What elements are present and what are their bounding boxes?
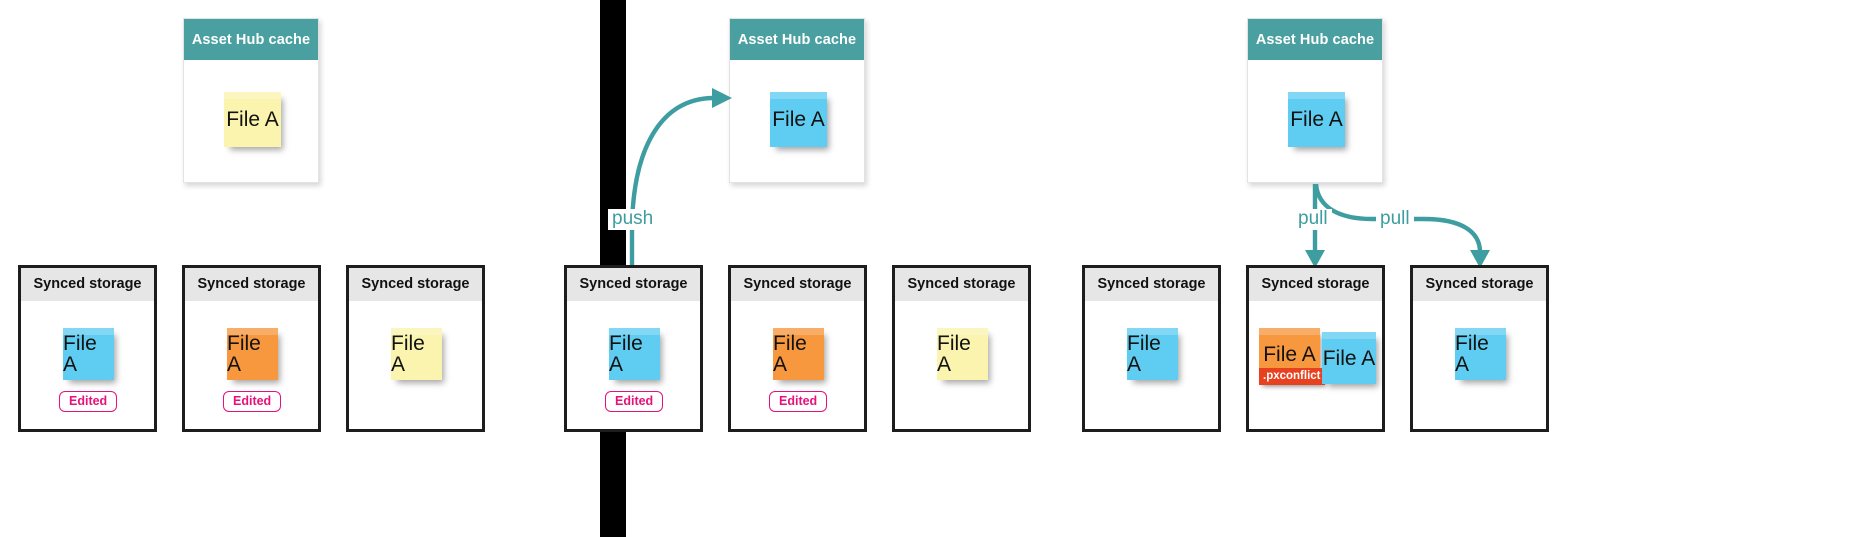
push-arrow-label: push [608,208,658,230]
sticky-note-file-a: File A [1455,328,1506,380]
status-badge-edited: Edited [59,391,118,412]
synced-storage-box-2-1: Synced storage File A Edited [564,265,703,432]
store-body-3-2: File A .pxconflict File A [1249,301,1382,430]
store-body-1-3: File A [349,301,482,430]
store-title-2-2: Synced storage [731,268,864,301]
sticky-note-file-a: File A [609,328,660,380]
store-title-1-2: Synced storage [185,268,318,301]
store-title-1-3: Synced storage [349,268,482,301]
sticky-note-file-a: File A [773,328,824,380]
status-badge-edited: Edited [769,391,828,412]
synced-storage-box-1-2: Synced storage File A Edited [182,265,321,432]
store-title-3-1: Synced storage [1085,268,1218,301]
push-arrow-path [629,95,715,266]
sticky-note-file-a: File A [391,328,442,380]
synced-storage-box-3-2: Synced storage File A .pxconflict File A [1246,265,1385,432]
store-body-2-2: File A Edited [731,301,864,430]
store-title-2-1: Synced storage [567,268,700,301]
store-body-1-2: File A Edited [185,301,318,430]
synced-storage-box-3-3: Synced storage File A [1410,265,1549,432]
cache-title-3: Asset Hub cache [1248,19,1382,60]
status-badge-edited: Edited [605,391,664,412]
sticky-note-file-a: File A [937,328,988,380]
store-title-2-3: Synced storage [895,268,1028,301]
status-badge-edited: Edited [223,391,282,412]
sticky-note-file-a: File A [63,328,114,380]
synced-storage-box-1-1: Synced storage File A Edited [18,265,157,432]
sticky-note-file-a: File A [1322,332,1376,384]
store-title-3-2: Synced storage [1249,268,1382,301]
store-body-3-1: File A [1085,301,1218,430]
pull-arrow-label-middle: pull [1294,208,1332,230]
store-title-3-3: Synced storage [1413,268,1546,301]
cache-body-3: File A [1248,60,1382,182]
store-body-2-1: File A Edited [567,301,700,430]
synced-storage-box-1-3: Synced storage File A [346,265,485,432]
cache-body-2: File A [730,60,864,182]
sticky-note-file-a: File A [1127,328,1178,380]
store-body-1-1: File A Edited [21,301,154,430]
synced-storage-box-3-1: Synced storage File A [1082,265,1221,432]
synced-storage-box-2-2: Synced storage File A Edited [728,265,867,432]
pull-arrow-label-right: pull [1376,208,1414,230]
synced-storage-box-2-3: Synced storage File A [892,265,1031,432]
cache-title-2: Asset Hub cache [730,19,864,60]
store-body-3-3: File A [1413,301,1546,430]
status-badge-pxconflict: .pxconflict [1259,368,1325,385]
store-title-1-1: Synced storage [21,268,154,301]
cache-body-1: File A [184,60,318,182]
sticky-note-file-a: File A [1288,92,1345,147]
sticky-note-file-a: File A [224,92,281,147]
asset-hub-cache-box-3: Asset Hub cache File A [1247,18,1383,183]
sticky-note-file-a: File A [770,92,827,147]
store-body-2-3: File A [895,301,1028,430]
sticky-note-file-a: File A [227,328,278,380]
asset-hub-cache-box-2: Asset Hub cache File A [729,18,865,183]
cache-title-1: Asset Hub cache [184,19,318,60]
sticky-note-file-a-conflict: File A [1259,328,1320,380]
asset-hub-cache-box-1: Asset Hub cache File A [183,18,319,183]
